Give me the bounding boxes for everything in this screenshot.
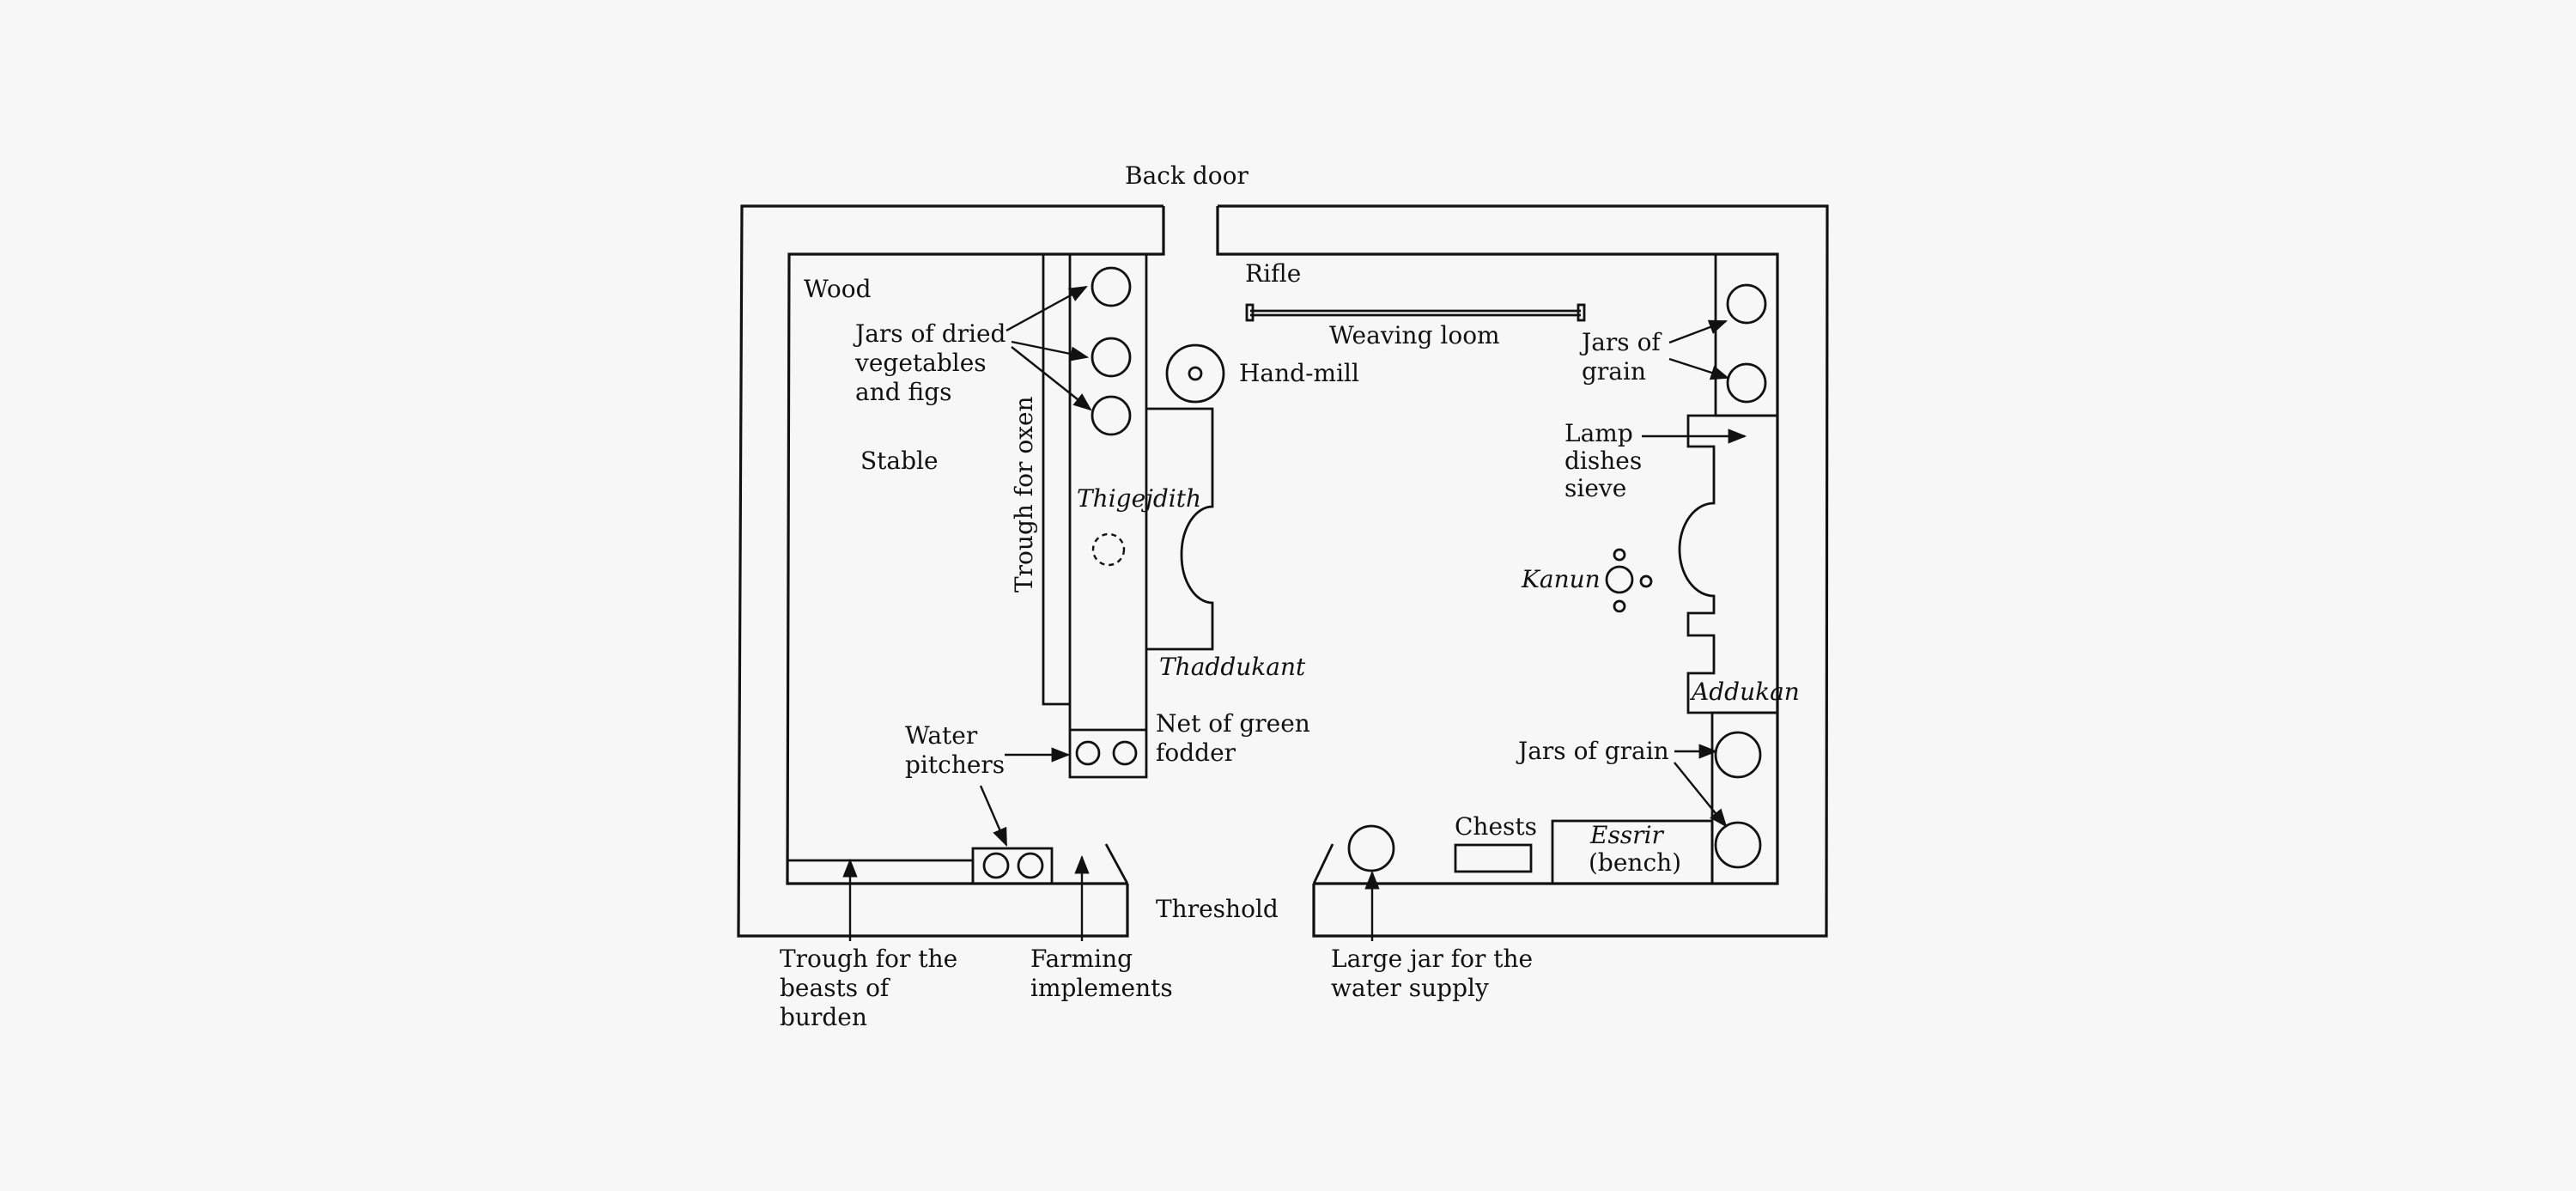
label-weaving-loom: Weaving loom <box>1329 321 1500 349</box>
thigejdith-post <box>1091 532 1126 567</box>
label-trough-oxen: Trough for oxen <box>1010 396 1038 592</box>
label-bench: (bench) <box>1589 848 1681 877</box>
hand-mill-center <box>1188 366 1203 381</box>
arrow-jars-grain-top-2 <box>1668 357 1730 380</box>
arrow-jars-dried-1 <box>1005 285 1088 332</box>
farming-implements-mark <box>1104 843 1129 884</box>
label-stable: Stable <box>860 447 939 475</box>
label-threshold: Threshold <box>1156 895 1279 923</box>
kanun-hearth <box>1605 565 1634 594</box>
label-jars-grain-bottom: Jars of grain <box>1516 737 1669 765</box>
pitcher-box <box>971 847 1054 885</box>
labels: Back door Rifle Weaving loom Hand-mill W… <box>780 161 1800 1031</box>
inner-wall-left <box>786 206 1165 885</box>
outer-wall-left <box>737 204 1163 938</box>
arrow-pitcher-box <box>979 785 1008 847</box>
water-pitcher-1 <box>1075 740 1101 766</box>
jar-dried-1 <box>1091 266 1132 307</box>
jar-dried-3 <box>1091 395 1132 436</box>
label-rifle: Rifle <box>1245 259 1301 288</box>
label-water-pitchers-1: Water <box>905 721 978 750</box>
jar-of-grain-3 <box>1714 731 1762 779</box>
addukan-wall <box>1678 414 1777 714</box>
label-thigejdith: Thigejdith <box>1077 484 1201 513</box>
label-trough-beasts-2: beasts of <box>780 974 891 1002</box>
arrow-jars-dried-3 <box>1011 346 1092 411</box>
jar-of-grain-box-bottom <box>1710 711 1779 885</box>
stable-fittings <box>787 254 1214 885</box>
label-sieve: sieve <box>1564 474 1626 502</box>
label-kanun: Kanun <box>1521 565 1601 593</box>
essrir-bench <box>1551 819 1714 885</box>
trough-for-oxen <box>1042 254 1070 706</box>
kanun-stone-1 <box>1613 548 1626 562</box>
large-water-jar <box>1347 824 1395 872</box>
label-jars-dried-1: Jars of dried <box>853 319 1006 348</box>
jar-of-grain-4 <box>1714 821 1762 869</box>
arrow-jars-grain-top-1 <box>1668 319 1728 344</box>
label-lamp: Lamp <box>1564 419 1633 447</box>
label-essrir: Essrir <box>1589 821 1665 849</box>
outer-wall-right <box>1218 204 1829 938</box>
label-jars-grain-top-1: Jars of <box>1579 328 1662 356</box>
arrows <box>842 285 1747 941</box>
water-pitcher-3 <box>982 852 1010 879</box>
jar-of-grain-1 <box>1726 283 1767 325</box>
living-fittings <box>1165 252 1779 885</box>
jar-of-grain-2 <box>1726 362 1767 404</box>
chests <box>1454 843 1533 873</box>
thaddukant-wall <box>1146 407 1214 651</box>
label-farming-2: implements <box>1030 974 1173 1002</box>
jar-of-grain-box-top <box>1714 252 1779 417</box>
label-jars-grain-top-2: grain <box>1582 357 1646 386</box>
label-addukan: Addukan <box>1689 678 1800 706</box>
trough-for-beasts <box>787 859 975 884</box>
inner-wall-right <box>1216 206 1779 885</box>
label-jars-dried-2: vegetables <box>854 349 987 377</box>
loom-end-left <box>1245 303 1255 322</box>
label-net-2: fodder <box>1156 738 1236 767</box>
label-back-door: Back door <box>1125 161 1249 190</box>
water-pitcher-2 <box>1112 740 1138 766</box>
arrow-jars-dried-2 <box>1011 340 1090 362</box>
label-jars-dried-3: and figs <box>855 378 952 406</box>
loom-end-right <box>1577 303 1586 322</box>
label-hand-mill: Hand-mill <box>1239 359 1359 387</box>
label-trough-beasts-1: Trough for the <box>780 945 957 973</box>
label-dishes: dishes <box>1564 447 1642 475</box>
label-wood: Wood <box>804 275 872 303</box>
arrow-jars-grain-bottom-2 <box>1674 762 1728 828</box>
label-water-pitchers-2: pitchers <box>905 750 1005 779</box>
threshold-jamb-mark <box>1312 843 1334 884</box>
label-trough-beasts-3: burden <box>780 1003 867 1031</box>
label-chests: Chests <box>1455 812 1537 841</box>
kanun-stone-2 <box>1639 574 1653 588</box>
label-net-1: Net of green <box>1156 709 1310 738</box>
jar-column <box>1068 254 1148 779</box>
label-large-jar-1: Large jar for the <box>1331 945 1533 973</box>
hand-mill-stone <box>1165 343 1225 404</box>
label-large-jar-2: water supply <box>1331 974 1489 1002</box>
jar-dried-2 <box>1091 337 1132 378</box>
water-pitcher-4 <box>1017 852 1044 879</box>
label-thaddukant: Thaddukant <box>1159 653 1306 681</box>
label-farming-1: Farming <box>1030 945 1133 973</box>
kanun-stone-3 <box>1613 599 1626 613</box>
